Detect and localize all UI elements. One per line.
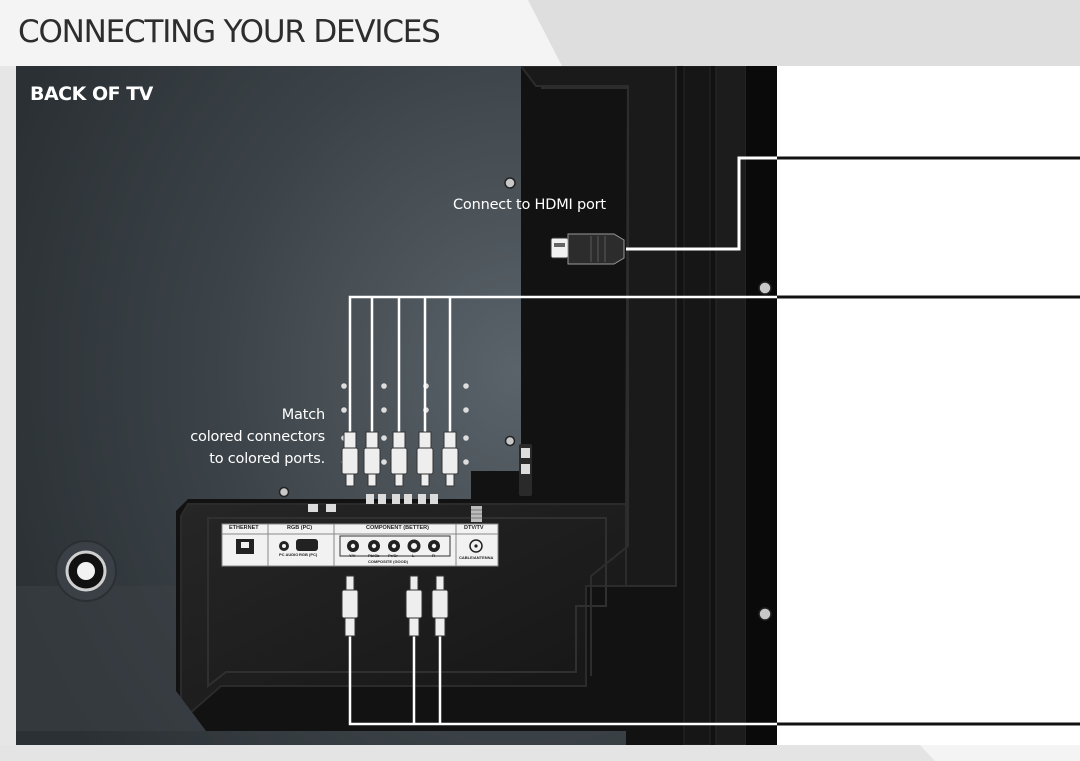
match-line-1: Match: [281, 407, 325, 423]
header-background: [0, 0, 1080, 66]
bottom-band: [0, 745, 1080, 761]
cable-lines-right: [777, 156, 1080, 726]
port-label-y-v: Y/V: [349, 553, 356, 558]
port-label-pb-cb: Pb/Cb: [368, 553, 380, 558]
port-label-r: R: [432, 553, 435, 558]
port-label-pr-cr: Pr/Cr: [388, 553, 398, 558]
port-label-pc-audio: PC AUDIO: [279, 552, 299, 557]
port-label-cable-antenna: CABLE/ANTENNA: [459, 555, 494, 560]
right-white-panel: [777, 66, 1080, 745]
match-line-2: colored connectors: [190, 429, 325, 445]
page-title: CONNECTING YOUR DEVICES: [18, 14, 441, 50]
port-label-ethernet: ETHERNET: [229, 525, 259, 531]
port-label-l: L: [412, 553, 415, 558]
panel-title: BACK OF TV: [30, 83, 153, 105]
port-label-rgb: RGB (PC): [287, 525, 313, 531]
hdmi-instruction: Connect to HDMI port: [453, 197, 606, 213]
match-line-3: to colored ports.: [209, 451, 325, 467]
port-label-component: COMPONENT (BETTER): [366, 525, 429, 531]
port-label-composite: COMPOSITE (GOOD): [368, 559, 408, 564]
port-label-dtv: DTV/TV: [464, 525, 484, 531]
match-instruction: Match colored connectors to colored port…: [190, 404, 325, 470]
port-label-rgb-pc: RGB (PC): [299, 552, 318, 557]
